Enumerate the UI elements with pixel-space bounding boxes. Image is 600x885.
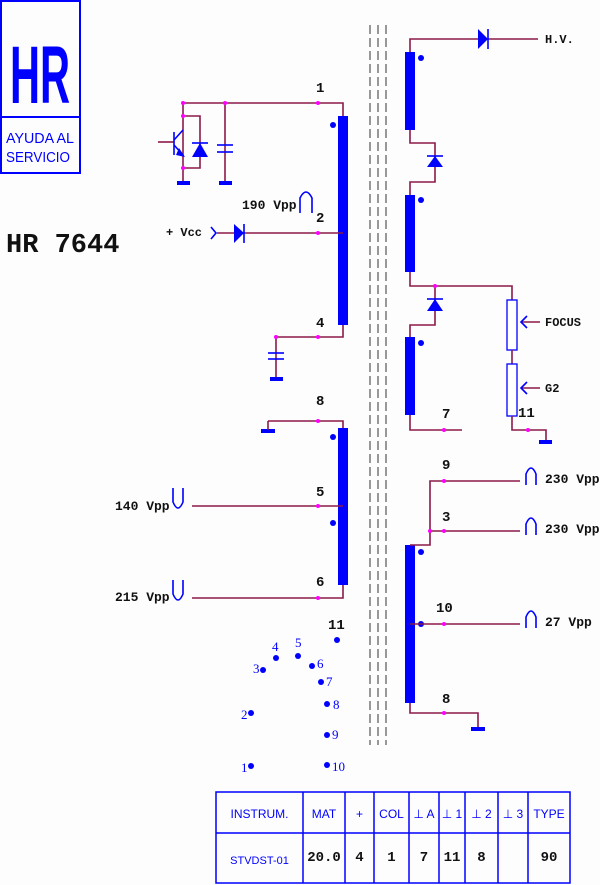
ground-icon — [270, 377, 283, 381]
table-header: MAT — [312, 807, 337, 821]
table-cell: 7 — [420, 850, 428, 866]
transformer-core — [369, 25, 387, 745]
transistor-icon — [158, 129, 185, 157]
g2-arrow-icon — [519, 381, 528, 395]
diode-icon — [427, 155, 443, 167]
pulse-icon — [172, 580, 184, 601]
capacitor-icon — [217, 144, 233, 153]
pinout-label: 1 — [241, 760, 248, 775]
pinout-label: 8 — [333, 697, 340, 712]
hv-diode-icon — [478, 29, 489, 49]
pulse-label-230a: 230 Vpp — [545, 472, 600, 487]
pin-2-label: 2 — [316, 211, 324, 227]
high-voltage-section: H.V. FOCUS G2 7 11 — [405, 29, 581, 444]
pulse-icon — [525, 517, 537, 535]
pin-10-label: 10 — [436, 601, 453, 617]
table-header: ⊥ 2 — [471, 807, 492, 821]
logo: HR AYUDA AL SERVICIO — [0, 0, 81, 174]
capacitor-icon — [268, 352, 284, 360]
ground-icon — [539, 440, 552, 444]
pin-5-label: 5 — [316, 485, 324, 501]
hv-label: H.V. — [545, 33, 574, 47]
pin-4-label: 4 — [316, 316, 324, 332]
logo-line2: SERVICIO — [6, 149, 70, 166]
pinout-label: 10 — [332, 759, 345, 774]
pinout-label: 2 — [241, 707, 248, 722]
table-cell: 20.0 — [307, 850, 341, 866]
secondary-winding-right: 9 3 10 8 230 Vpp 230 Vpp 27 Vpp — [405, 458, 600, 731]
ground-icon — [261, 429, 275, 433]
pinout-label: 7 — [326, 674, 333, 689]
primary-winding: 1 + Vcc 190 Vpp 2 4 — [158, 81, 348, 381]
pin-6-label: 6 — [316, 575, 324, 591]
ground-icon — [471, 727, 485, 731]
pin-7-label: 7 — [442, 407, 450, 423]
pin-11-label: 11 — [518, 406, 535, 422]
diode-icon — [234, 224, 245, 243]
pin-3-label: 3 — [442, 510, 450, 526]
table-cell: 90 — [541, 850, 558, 866]
pinout-diagram: 1 2 3 4 5 6 7 8 9 10 11 — [241, 618, 345, 775]
table-cell: STVDST-01 — [230, 855, 289, 867]
ground-icon — [177, 181, 190, 185]
pulse-label-230b: 230 Vpp — [545, 522, 600, 537]
input-arrow-icon — [210, 226, 218, 240]
pin-8-label: 8 — [442, 692, 450, 708]
damper-diode-icon — [192, 142, 208, 157]
logo-mark: HR — [10, 30, 70, 121]
logo-line1: AYUDA AL — [6, 130, 74, 147]
table-cell: 11 — [444, 850, 461, 866]
focus-label: FOCUS — [545, 316, 581, 330]
pin-8-label: 8 — [316, 394, 324, 410]
pulse-label-215: 215 Vpp — [115, 590, 170, 605]
pulse-icon — [299, 191, 313, 213]
focus-arrow-icon — [519, 315, 528, 329]
table-header: TYPE — [533, 807, 564, 821]
pin-9-label: 9 — [442, 458, 450, 474]
pinout-label: 6 — [317, 656, 324, 671]
table-cell: 4 — [355, 850, 363, 866]
table-header: INSTRUM. — [231, 807, 289, 821]
pinout-label: 4 — [272, 639, 279, 654]
model-title: HR 7644 — [6, 231, 119, 261]
table-header: COL — [379, 807, 404, 821]
pinout-label: 11 — [328, 618, 345, 634]
pulse-icon — [525, 467, 537, 485]
pulse-label-140: 140 Vpp — [115, 499, 170, 514]
pin-1-label: 1 — [316, 81, 324, 97]
table-header: ⊥ 1 — [442, 807, 463, 821]
pinout-label: 9 — [332, 727, 339, 742]
pinout-label: 5 — [295, 635, 302, 650]
spec-table: INSTRUM. STVDST-01 MAT 20.0 +4 COL 1 ⊥ A 7 ⊥ 1 11 ⊥… — [215, 791, 571, 884]
pulse-label-190: 190 Vpp — [242, 198, 297, 213]
pulse-icon — [172, 488, 184, 509]
secondary-winding-left: 8 5 6 140 Vpp 215 Vpp — [115, 394, 348, 605]
table-header: ⊥ 3 — [503, 807, 524, 821]
pulse-label-27: 27 Vpp — [545, 615, 592, 630]
diode-icon — [427, 298, 443, 311]
focus-resistor — [506, 299, 518, 351]
pinout-label: 3 — [253, 661, 260, 676]
table-header: ⊥ A — [413, 807, 434, 821]
table-cell: 1 — [387, 850, 395, 866]
ground-icon — [219, 181, 232, 185]
table-header: + — [356, 807, 363, 821]
table-cell: 8 — [477, 850, 485, 866]
g2-label: G2 — [545, 382, 559, 396]
pulse-icon — [525, 610, 537, 628]
vcc-label: + Vcc — [166, 226, 202, 240]
g2-resistor — [506, 363, 518, 417]
